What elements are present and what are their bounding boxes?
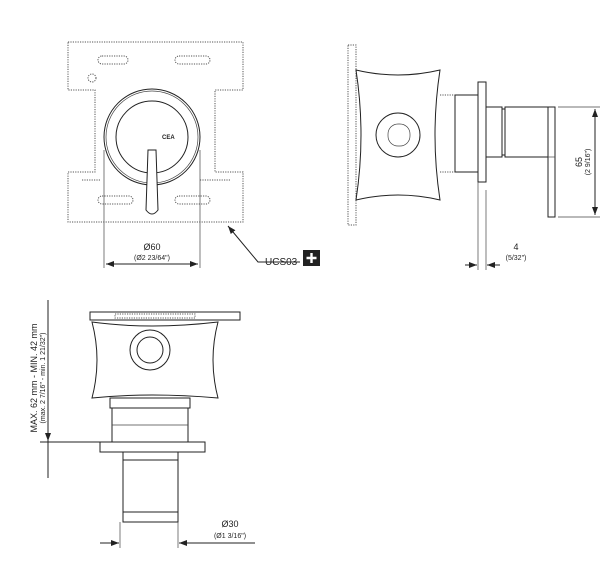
mounting-bracket [67,41,244,223]
section-diameter-mm: Ø30 [221,519,238,529]
valve-body-section [91,321,219,399]
front-view: CEA Ø60 (Ø2 23/64") UCS03 [67,41,320,268]
depth-in: (max. 2 7/16" - min. 1 21/32") [40,333,47,424]
plaster-guard [89,311,241,321]
diameter-mm: Ø60 [143,242,160,252]
wall-flange-section [99,441,206,453]
height-in: (2 9/16") [585,149,592,176]
valve-body [355,69,441,201]
plus-icon[interactable] [303,250,320,266]
diameter-in: (Ø2 23/64") [134,255,170,262]
wall-flange [477,81,487,183]
protrusion-in: (5/32") [506,255,527,262]
protrusion-mm: 4 [513,242,518,252]
lever-side [547,106,556,218]
section-view: MAX. 62 mm - MIN. 42 mm (max. 2 7/16" - … [29,300,255,548]
side-view: 65 (2 9/16") 4 (5/32") [347,44,600,270]
callout-code[interactable]: UCS03 [265,257,298,268]
logo: CEA [162,135,175,141]
section-diameter-in: (Ø1 3/16") [214,533,246,540]
depth-mm: MAX. 62 mm - MIN. 42 mm [29,323,39,432]
height-mm: 65 [574,157,584,167]
callout-leader [227,225,300,263]
lever-handle [145,149,159,215]
bracket-side [347,44,357,226]
handle-section [122,459,179,513]
handle-body [504,106,549,158]
